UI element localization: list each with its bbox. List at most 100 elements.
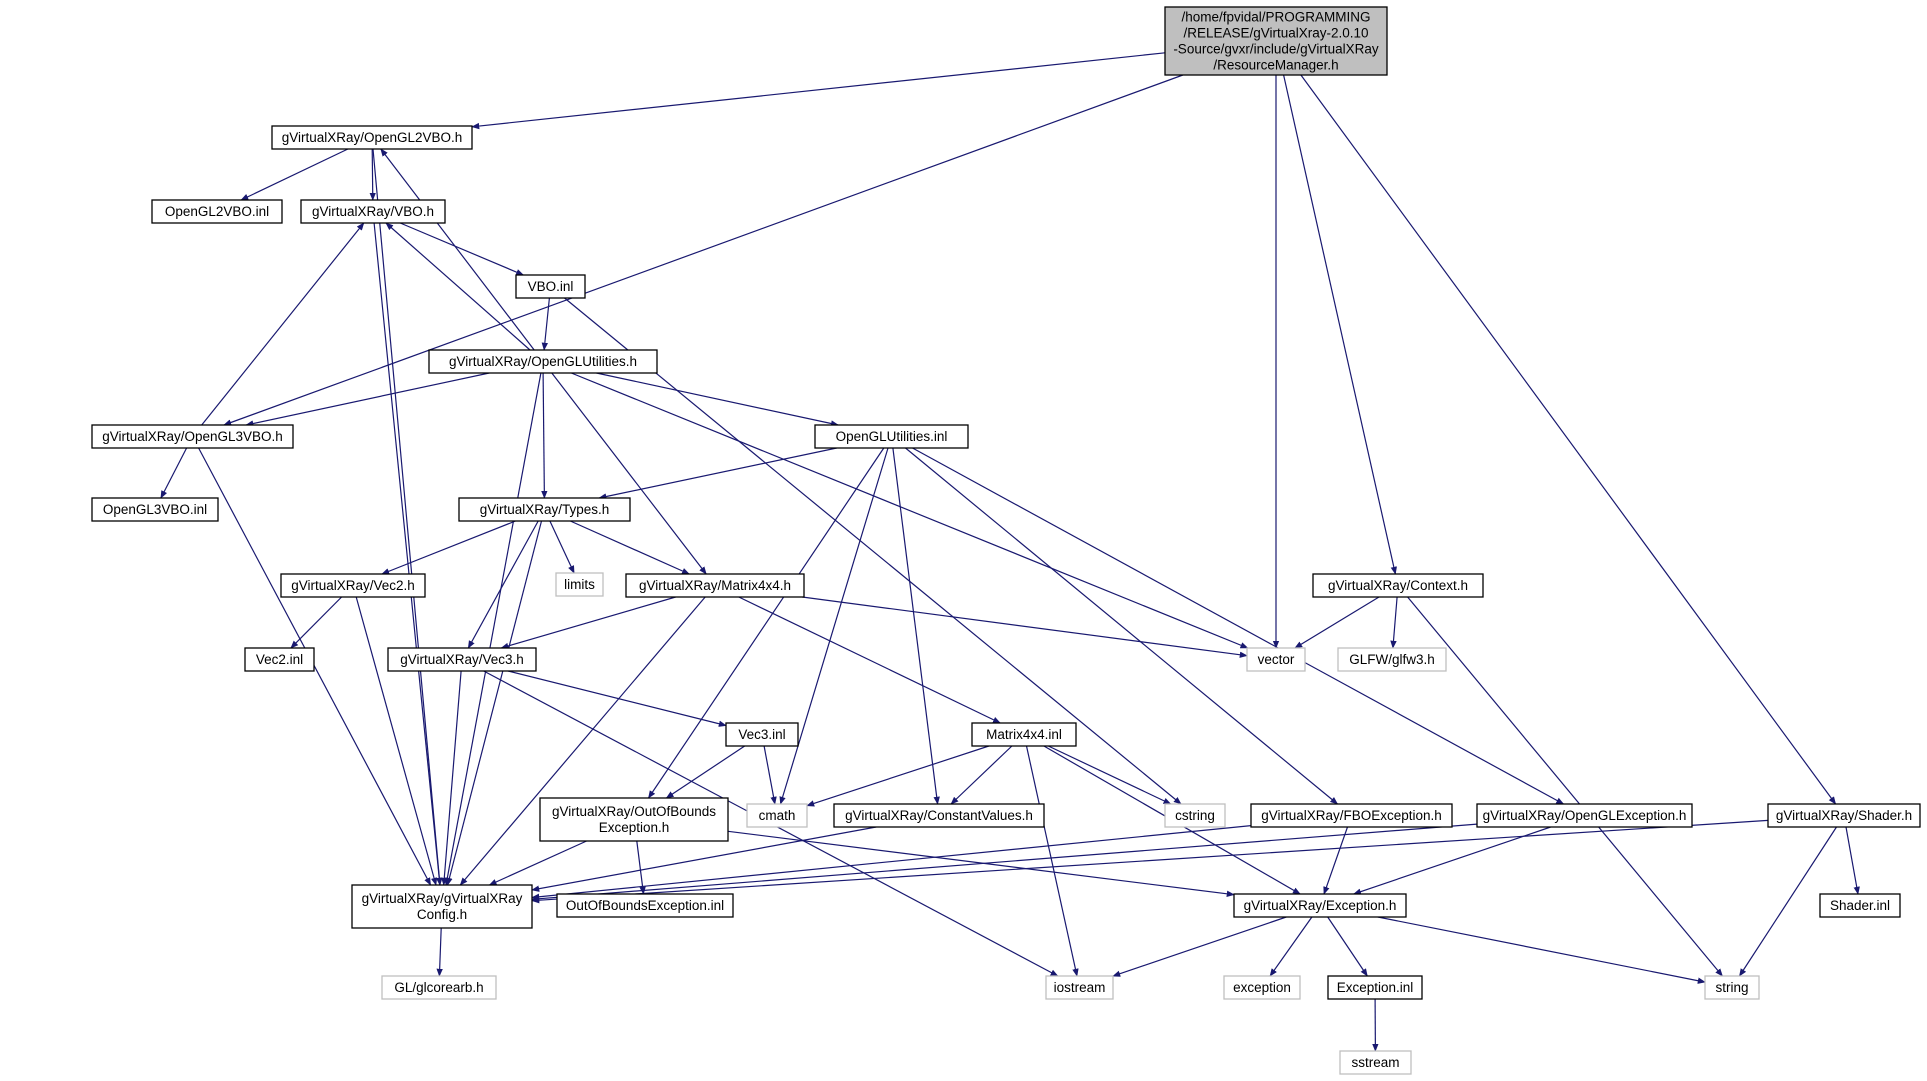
edge-config_h-to-glcorearb [436,927,443,977]
node-label: /ResourceManager.h [1213,57,1338,72]
node-vec3-inl[interactable]: Vec3.inl [725,722,799,747]
edge-matrix_inl-to-cmath [806,745,990,807]
node-label: gVirtualXRay/Shader.h [1776,808,1912,823]
node-box [381,975,497,1000]
node-box [1223,975,1301,1000]
node-shader-h[interactable]: gVirtualXRay/Shader.h [1767,803,1921,828]
node-exception-inl[interactable]: Exception.inl [1327,975,1423,1000]
edge-vbo_inl-to-cstring [564,297,1182,805]
node-label: GLFW/glfw3.h [1349,652,1435,667]
edge-glexc_h-to-exception_h [1353,826,1551,895]
node-box [539,797,729,842]
edge-oglutils_h-to-oglutils_inl [596,372,839,427]
node-types-h[interactable]: gVirtualXRay/Types.h [458,497,631,522]
node-opengl3vbo-inl[interactable]: OpenGL3VBO.inl [91,497,219,522]
node-opengl3vbo-h[interactable]: gVirtualXRay/OpenGL3VBO.h [91,424,294,449]
node-label: GL/glcorearb.h [394,980,483,995]
node-box [280,573,426,598]
node-vbo-h[interactable]: gVirtualXRay/VBO.h [300,199,446,224]
edge-types_h-to-matrix_h [570,520,690,575]
node-constval-h[interactable]: gVirtualXRay/ConstantValues.h [833,803,1045,828]
node-label: vector [1258,652,1295,667]
node-matrix-h[interactable]: gVirtualXRay/Matrix4x4.h [625,573,805,598]
node-box [1233,893,1407,918]
node-box [244,647,315,672]
node-box [746,803,808,828]
edge-types_h-to-vec3_h [467,520,539,649]
edge-fbo_h-to-config_h [531,825,1252,900]
node-label: Vec2.inl [256,652,303,667]
edge-vbo_h-to-config_h [373,222,443,886]
dependency-edges [160,52,1860,1052]
node-iostream: iostream [1045,975,1114,1000]
node-oob-inl[interactable]: OutOfBoundsException.inl [556,893,734,918]
edge-oob_h-to-config_h [488,840,587,886]
node-label: -Source/gvxr/include/gVirtualXRay [1173,41,1379,56]
edge-shader_h-to-config_h [531,819,1769,904]
edge-oglutils_h-to-opengl3vbo_h [245,372,490,427]
edge-types_h-to-vec2_h [381,520,516,575]
node-box [725,722,799,747]
edge-vec3_h-to-config_h [441,670,462,886]
edge-oglutils_inl-to-glexc_h [912,447,1565,805]
node-fbo-h[interactable]: gVirtualXRay/FBOException.h [1250,803,1453,828]
node-box [1045,975,1114,1000]
node-box [300,199,446,224]
edge-matrix_h-to-matrix_inl [738,596,1001,724]
node-box [271,125,473,150]
node-matrix-inl[interactable]: Matrix4x4.inl [971,722,1077,747]
node-root[interactable]: /home/fpvidal/PROGRAMMING/RELEASE/gVirtu… [1164,6,1388,76]
node-box [1312,573,1484,598]
node-opengl2vbo-h[interactable]: gVirtualXRay/OpenGL2VBO.h [271,125,473,150]
edge-oglutils_inl-to-fbo_h [905,447,1339,805]
node-box [625,573,805,598]
node-limits: limits [555,572,604,597]
edge-oglutils_h-to-matrix_h [551,372,707,575]
node-vec3-h[interactable]: gVirtualXRay/Vec3.h [387,647,537,672]
edge-glexc_h-to-config_h [531,823,1478,902]
node-cstring: cstring [1164,803,1226,828]
node-glfw: GLFW/glfw3.h [1337,647,1447,672]
edge-shader_h-to-string [1738,826,1838,977]
node-label: gVirtualXRay/Vec3.h [400,652,524,667]
node-label: exception [1233,980,1291,995]
node-box [91,424,294,449]
node-opengl2vbo-inl[interactable]: OpenGL2VBO.inl [151,199,283,224]
node-label: Vec3.inl [738,727,785,742]
node-box [458,497,631,522]
node-vbo-inl[interactable]: VBO.inl [515,274,586,299]
node-box [1819,893,1901,918]
node-label: Matrix4x4.inl [986,727,1062,742]
edge-root-to-opengl2vbo_h [471,52,1166,130]
edge-exception_h-to-exception_inl [1327,916,1368,977]
edge-oglutils_inl-to-oob_h [648,447,885,799]
node-label: gVirtualXRay/Matrix4x4.h [639,578,791,593]
node-context-h[interactable]: gVirtualXRay/Context.h [1312,573,1484,598]
node-box [971,722,1077,747]
node-label: gVirtualXRay/Exception.h [1244,898,1397,913]
node-vector: vector [1246,647,1306,672]
node-box [1339,1050,1412,1075]
node-oglutils-inl[interactable]: OpenGLUtilities.inl [814,424,969,449]
edge-shader_h-to-shader_inl [1845,826,1860,895]
node-label: gVirtualXRay/gVirtualXRay [362,891,523,906]
node-box [556,893,734,918]
node-box [1337,647,1447,672]
node-label: gVirtualXRay/OpenGLUtilities.h [449,354,637,369]
node-label: VBO.inl [528,279,574,294]
node-shader-inl[interactable]: Shader.inl [1819,893,1901,918]
node-glexc-h[interactable]: gVirtualXRay/OpenGLException.h [1476,803,1693,828]
node-oglutils-h[interactable]: gVirtualXRay/OpenGLUtilities.h [428,349,658,374]
node-label: OpenGL3VBO.inl [103,502,207,517]
node-oob-h[interactable]: gVirtualXRay/OutOfBoundsException.h [539,797,729,842]
node-label: gVirtualXRay/Vec2.h [291,578,415,593]
node-vec2-inl[interactable]: Vec2.inl [244,647,315,672]
node-label: Exception.inl [1337,980,1414,995]
node-box [1246,647,1306,672]
node-vec2-h[interactable]: gVirtualXRay/Vec2.h [280,573,426,598]
node-glcorearb: GL/glcorearb.h [381,975,497,1000]
edge-matrix_inl-to-iostream [1025,745,1079,977]
node-exception-h[interactable]: gVirtualXRay/Exception.h [1233,893,1407,918]
node-label: iostream [1054,980,1106,995]
